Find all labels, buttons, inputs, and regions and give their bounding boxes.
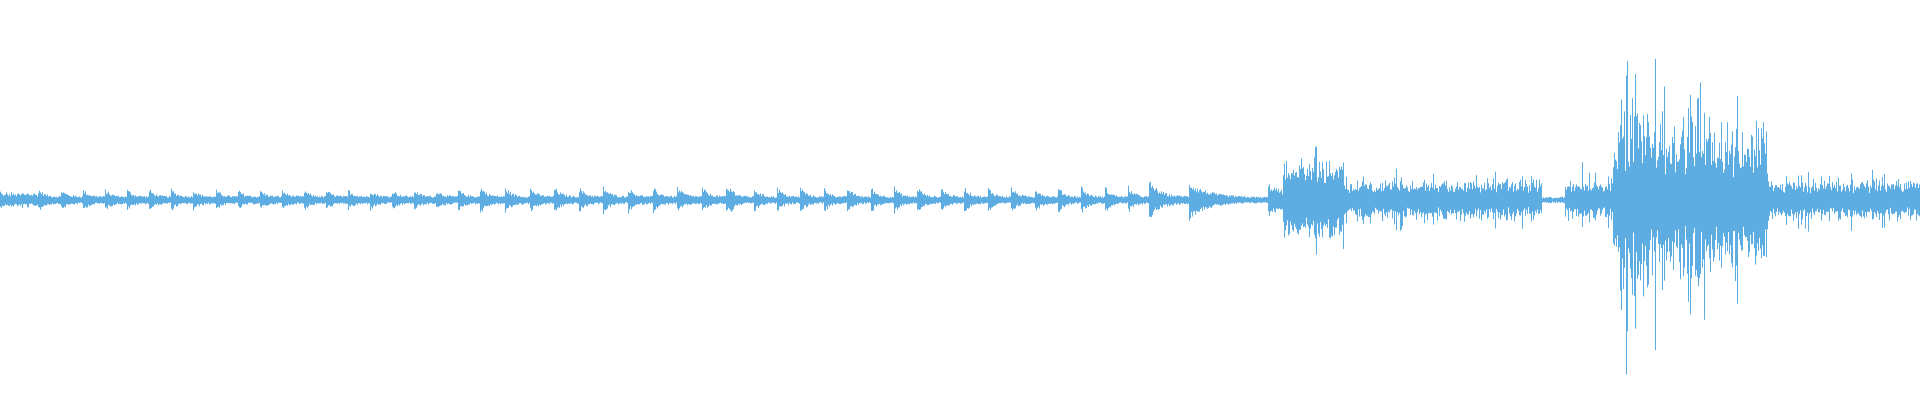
waveform-bars: [0, 58, 1920, 375]
